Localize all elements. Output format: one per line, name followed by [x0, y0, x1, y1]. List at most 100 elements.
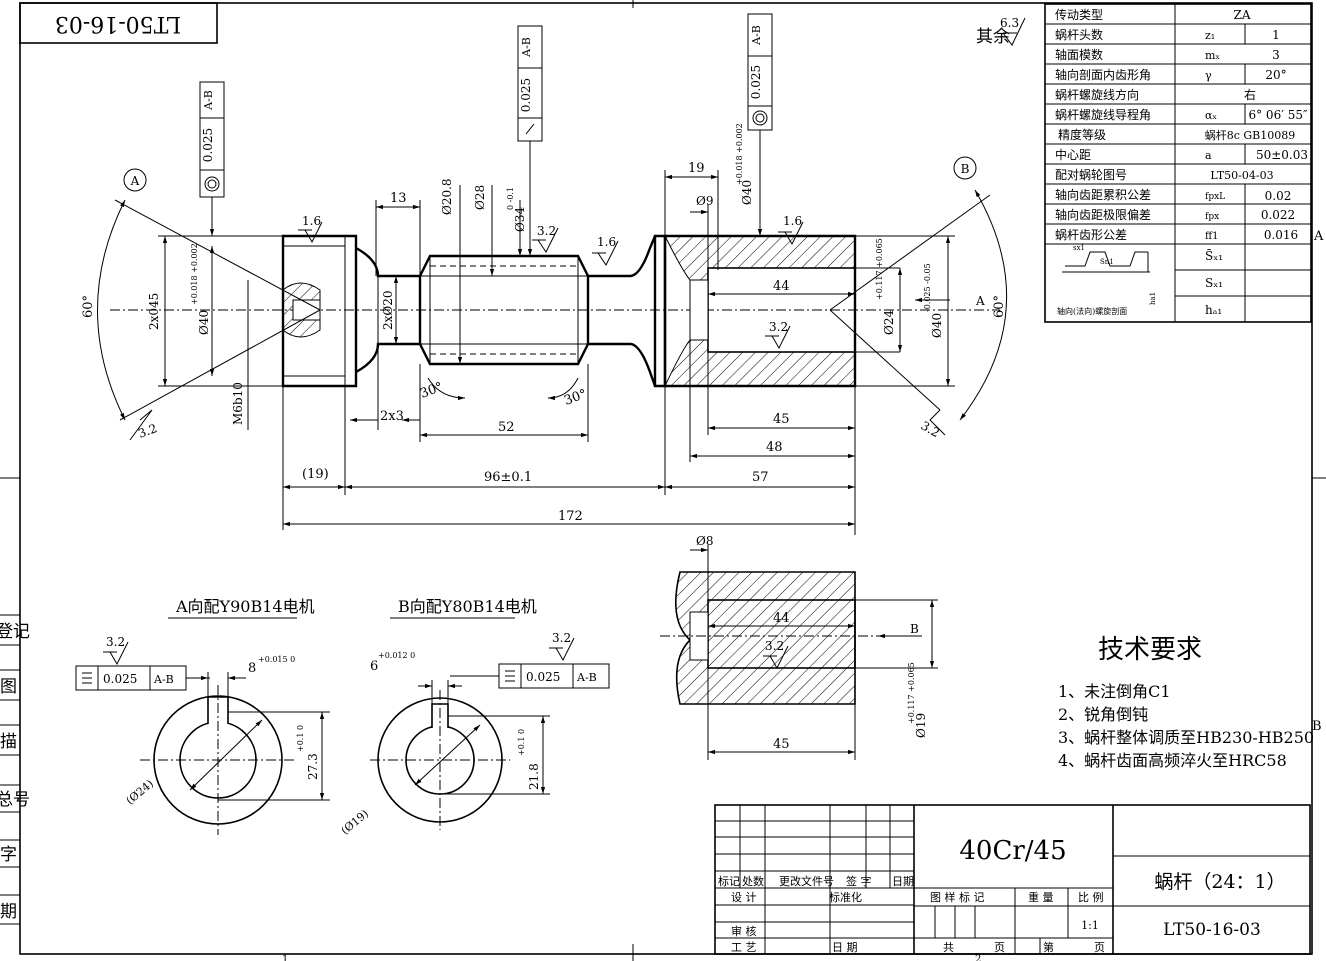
rough-2: 3.2	[537, 224, 556, 238]
tbl-tail-sym-2: Sₓ₁	[1205, 276, 1223, 290]
tbl-label-1: 蜗杆头数	[1055, 27, 1103, 42]
tb-page2: 页	[1094, 941, 1105, 954]
rough-7: 3.2	[919, 418, 943, 440]
gdt-mid-value: 0.025	[519, 78, 533, 112]
keyway-a-height-tol: +0.1 0	[296, 725, 305, 752]
technical-requirements: 技术要求 1、未注倒角C1 2、锐角倒钝 3、蜗杆整体调质至HB230-HB25…	[1058, 635, 1314, 770]
tb-standard: 标准化	[829, 890, 862, 904]
tbl-sym-1: z₁	[1205, 29, 1215, 42]
dim-19-b: Ø19	[914, 713, 928, 738]
side-strip: 登记 图 描 总号 字 期	[0, 614, 30, 925]
zone-label-a: A	[1313, 229, 1324, 244]
keyway-a-height: 27.3	[306, 753, 320, 780]
keyway-a-width: 8	[248, 661, 256, 676]
drawing-no: LT50-16-03	[1163, 920, 1261, 940]
dim-20-8: Ø20.8	[440, 178, 454, 215]
keyway-a-width-tol: +0.015 0	[258, 655, 295, 664]
tb-date2: 日 期	[832, 941, 858, 954]
section-b-arrow: B	[910, 622, 919, 636]
dim-44-b: 44	[773, 611, 790, 626]
border-mark-1: 1	[282, 954, 288, 961]
tech-req-item-1: 1、未注倒角C1	[1058, 682, 1171, 701]
gdt-right-datum: A-B	[750, 25, 763, 46]
rough-8: 3.2	[765, 639, 784, 653]
keyway-b-tol: 0.025	[526, 670, 560, 684]
section-b-view: B Ø8 44 3.2 45 Ø19 +0.117 +0.065	[660, 534, 938, 760]
tbl-sym-7: a	[1205, 149, 1212, 162]
keyway-a-dia: (Ø24)	[124, 777, 157, 807]
tbl-value-1: 1	[1272, 28, 1280, 42]
tbl-tail-sym-1: S̄ₓ₁	[1205, 248, 1223, 263]
dim-19-b-tol: +0.117 +0.065	[907, 662, 916, 724]
dim-28: Ø28	[473, 185, 487, 210]
dim-30-right: 30°	[562, 387, 589, 409]
dim-52: 52	[498, 420, 515, 435]
tbl-sym-10: fpx	[1205, 212, 1219, 222]
tb-date: 日期	[892, 875, 914, 888]
rough-6: 3.2	[136, 421, 159, 441]
side-strip-5: 字	[0, 845, 17, 865]
dim-19: 19	[688, 161, 705, 176]
side-strip-6: 期	[0, 902, 17, 922]
dim-60-left: 60°	[81, 295, 96, 318]
tb-sign: 签 字	[846, 874, 872, 888]
keyway-b-datum: A-B	[576, 671, 597, 684]
dim-57: 57	[752, 470, 769, 485]
tbl-label-8: 配对蜗轮图号	[1055, 167, 1127, 182]
tb-page: 页	[994, 941, 1005, 954]
tbl-label-2: 轴面模数	[1055, 47, 1103, 62]
dim-40-right: Ø40	[740, 180, 754, 205]
dim-30-left: 30°	[418, 380, 445, 402]
dim-60-right: 60°	[992, 295, 1007, 318]
dim-45: 45	[773, 412, 790, 427]
section-b-title: B向配Y80B14电机	[398, 597, 537, 616]
tbl-label-4: 蜗杆螺旋线方向	[1055, 87, 1139, 102]
tbl-sym-5: αₓ	[1205, 109, 1217, 122]
dim-40-left-tol: +0.018 +0.002	[190, 243, 199, 305]
zone-label-b: B	[1312, 719, 1322, 734]
tbl-label-10: 轴向齿距极限偏差	[1055, 207, 1151, 222]
tbl-value-3: 20°	[1265, 68, 1286, 82]
tbl-label-3: 轴向剖面内齿形角	[1055, 67, 1151, 82]
side-strip-4: 总号	[0, 790, 30, 810]
dim-48: 48	[766, 440, 783, 455]
gdt-mid-datum: A-B	[520, 37, 533, 58]
dim-34-tol: 0 -0.1	[506, 187, 515, 210]
tb-review: 审 核	[731, 924, 757, 938]
tb-mark: 标记	[718, 874, 740, 888]
datum-b-label: B	[961, 162, 970, 176]
rough-9: 3.2	[106, 635, 125, 649]
profile-sym-1: sx1	[1073, 244, 1085, 252]
tbl-label-0: 传动类型	[1055, 7, 1103, 22]
tb-total: 共	[943, 941, 954, 954]
dim-24-tol: +0.117 +0.065	[875, 238, 884, 300]
dim-9: Ø9	[696, 194, 713, 208]
dim-8: Ø8	[696, 534, 713, 548]
dimensions-main: 13 Ø20.8 Ø28 Ø34 0 -0.1 19 Ø9 Ø40 +0.018…	[147, 123, 955, 535]
keyway-b-height: 21.8	[527, 763, 541, 790]
side-strip-1: 登记	[0, 622, 30, 642]
tb-change-doc: 更改文件号	[779, 874, 834, 888]
keyway-section-b: B向配Y80B14电机 0.025 A-B 3.2 (Ø19) 6 +0.012…	[339, 597, 610, 837]
side-strip-3: 描	[0, 732, 17, 752]
gdt-frame-left: A-B 0.025	[199, 81, 225, 236]
tbl-value-9: 0.02	[1265, 189, 1292, 203]
section-a-title: A向配Y90B14电机	[175, 597, 315, 616]
tbl-label-7: 中心距	[1055, 147, 1091, 162]
default-roughness: 其余 6.3	[976, 16, 1026, 47]
side-strip-2: 图	[0, 677, 17, 697]
rough-4: 1.6	[783, 214, 802, 228]
tb-count: 处数	[742, 875, 764, 888]
dim-13: 13	[390, 191, 407, 206]
dim-40-end: Ø40	[930, 313, 944, 338]
default-roughness-label: 其余	[976, 27, 1010, 47]
dim-2x20: 2xØ20	[381, 290, 395, 330]
tech-req-item-4: 4、蜗杆齿面高频淬火至HRC58	[1058, 751, 1287, 770]
tb-ratio: 比 例	[1078, 890, 1104, 904]
datum-a-label: A	[130, 174, 140, 188]
tbl-label-11: 蜗杆齿形公差	[1055, 227, 1127, 242]
tbl-value-5: 6° 06′ 55″	[1248, 108, 1308, 122]
keyway-section-a: A向配Y90B14电机 0.025 A-B 3.2 (Ø24) 8 +0.015…	[75, 597, 330, 835]
